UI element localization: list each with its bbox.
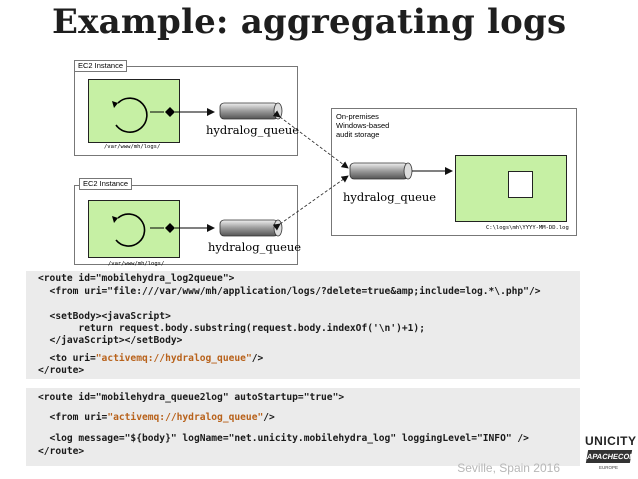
code-block-route-queue2log: <route id="mobilehydra_queue2log" autoSt…	[26, 388, 580, 466]
ec2-label-bottom: EC2 Instance	[79, 178, 133, 190]
code1-line-7: </route>	[38, 365, 85, 376]
queue-label-bottom: hydralog_queue	[208, 240, 302, 254]
slide-title: Example: aggregating logs	[52, 2, 567, 42]
architecture-diagram: EC2 Instance /var/www/mh/logs/ hydralog_…	[74, 60, 577, 267]
diamond-icon	[165, 223, 175, 233]
cylinder-queue-icon	[219, 219, 283, 237]
code2-line-2-string: "activemq://hydralog_queue"	[107, 412, 264, 423]
onprem-label-line-2: Windows-based	[336, 121, 390, 130]
code2-line-4: </route>	[38, 446, 85, 457]
ec2-label-top: EC2 Instance	[74, 60, 128, 72]
code1-line-1: <route id="mobilehydra_log2queue">	[38, 273, 235, 284]
code2-line-1: <route id="mobilehydra_queue2log" autoSt…	[38, 392, 345, 403]
cylinder-queue-icon	[349, 162, 413, 180]
onprem-label-line-1: On-premises	[336, 112, 379, 121]
code1-line-2: <from uri="file:///var/www/mh/applicatio…	[38, 286, 541, 297]
code-block-route-log2queue: <route id="mobilehydra_log2queue"> <from…	[26, 271, 580, 379]
code1-line-4: return request.body.substring(request.bo…	[38, 323, 425, 334]
onprem-label: On-premises Windows-based audit storage	[336, 112, 389, 139]
path-label-top: /var/www/mh/logs/	[104, 144, 161, 150]
onprem-label-line-3: audit storage	[336, 130, 380, 139]
unicity-apachecon-logo: UNICITY APACHECON EUROPE	[585, 434, 636, 474]
code1-line-6: <to uri="activemq://hydralog_queue"/>	[38, 353, 264, 365]
logo-sub-text: EUROPE	[599, 465, 619, 470]
storage-path-label: C:\logs\mh\YYYY-MM-DD.log	[486, 225, 569, 231]
app-box-bottom	[88, 200, 180, 258]
cylinder-queue-icon	[219, 102, 283, 120]
queue-label-onprem: hydralog_queue	[343, 190, 437, 204]
circular-arrow-icon	[112, 213, 146, 247]
circular-arrow-icon	[112, 97, 148, 133]
diagram-graphics	[112, 97, 453, 247]
path-label-bottom: /var/www/mh/logs/	[108, 261, 165, 267]
diamond-icon	[165, 107, 175, 117]
logo-unicity-text: UNICITY	[585, 434, 637, 448]
code1-line-6-c: />	[251, 353, 264, 364]
document-icon	[508, 171, 533, 198]
code1-line-6-a: <to uri=	[38, 353, 96, 364]
code2-line-2-a: <from uri=	[38, 412, 108, 423]
code2-line-3: <log message="${body}" logName="net.unic…	[38, 433, 529, 444]
code2-line-2-c: />	[263, 412, 275, 423]
code2-line-2: <from uri="activemq://hydralog_queue"/>	[38, 412, 275, 424]
slide-footer: Seville, Spain 2016	[457, 461, 560, 475]
code1-line-5: </javaScript></setBody>	[38, 335, 183, 346]
code1-line-3: <setBody><javaScript>	[38, 311, 171, 322]
code1-line-6-string: "activemq://hydralog_queue"	[95, 353, 252, 364]
logo-apachecon-text: APACHECON	[585, 450, 636, 463]
